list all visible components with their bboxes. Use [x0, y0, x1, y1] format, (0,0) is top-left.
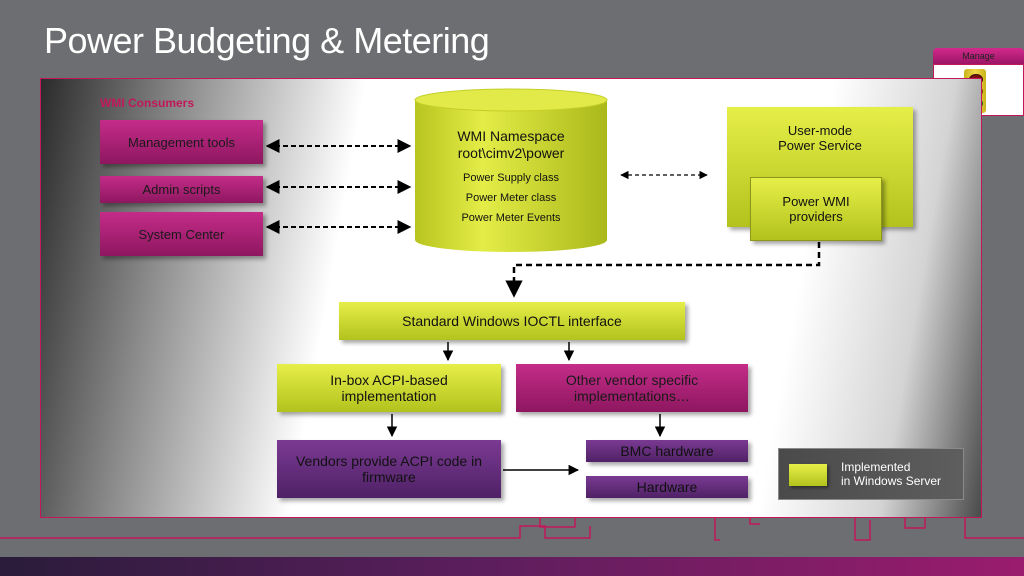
admin-scripts-label: Admin scripts	[142, 182, 221, 197]
slide-title: Power Budgeting & Metering	[44, 20, 490, 61]
vendor-acpi-line1: Vendors provide ACPI code in	[295, 453, 482, 469]
inbox-acpi-line1: In-box ACPI-based	[330, 372, 448, 388]
vendor-specific-box: Other vendor specific implementations…	[516, 364, 748, 412]
power-meter-class: Power Meter class	[465, 192, 557, 204]
vendor-specific-line1: Other vendor specific	[565, 372, 699, 388]
hardware-label: Hardware	[636, 479, 698, 495]
bmc-hardware-box: BMC hardware	[586, 440, 748, 462]
inbox-acpi-line2: implementation	[341, 388, 437, 404]
power-supply-class: Power Supply class	[463, 172, 559, 184]
legend-swatch	[789, 464, 827, 486]
wmi-namespace-path: root\cimv2\power	[457, 145, 565, 161]
vendor-acpi-line2: firmware	[362, 469, 416, 485]
management-tools-box: Management tools	[100, 120, 263, 164]
wmi-consumers-label: WMI Consumers	[100, 96, 195, 110]
vendor-acpi-firmware-box: Vendors provide ACPI code in firmware	[277, 440, 501, 498]
power-service-line1: User-mode	[787, 123, 853, 138]
bmc-hardware-label: BMC hardware	[620, 443, 714, 459]
system-center-label: System Center	[138, 226, 225, 242]
system-center-box: System Center	[100, 212, 263, 256]
inbox-acpi-box: In-box ACPI-based implementation	[277, 364, 501, 412]
legend: Implemented in Windows Server	[778, 448, 964, 500]
power-wmi-providers-line2: providers	[789, 209, 843, 224]
manage-tab-label[interactable]: Manage	[933, 48, 1024, 64]
ioctl-interface-box: Standard Windows IOCTL interface	[339, 302, 685, 340]
legend-line2: in Windows Server	[841, 474, 942, 488]
admin-scripts-box: Admin scripts	[100, 176, 263, 203]
ioctl-interface-label: Standard Windows IOCTL interface	[402, 313, 622, 329]
power-meter-events: Power Meter Events	[461, 212, 561, 224]
power-wmi-providers-box: Power WMI providers	[750, 177, 882, 241]
management-tools-label: Management tools	[128, 134, 235, 150]
vendor-specific-line2: implementations…	[574, 388, 690, 404]
hardware-box: Hardware	[586, 476, 748, 498]
wmi-namespace-text: WMI Namespace root\cimv2\power Power Sup…	[414, 128, 608, 228]
power-service-line2: Power Service	[778, 138, 862, 153]
bottom-bar	[0, 557, 1024, 576]
legend-line1: Implemented	[841, 460, 911, 474]
wmi-namespace-cylinder	[414, 88, 608, 252]
wmi-namespace-title: WMI Namespace	[457, 128, 565, 144]
legend-text: Implemented in Windows Server	[841, 460, 961, 488]
power-wmi-providers-line1: Power WMI	[782, 194, 850, 209]
